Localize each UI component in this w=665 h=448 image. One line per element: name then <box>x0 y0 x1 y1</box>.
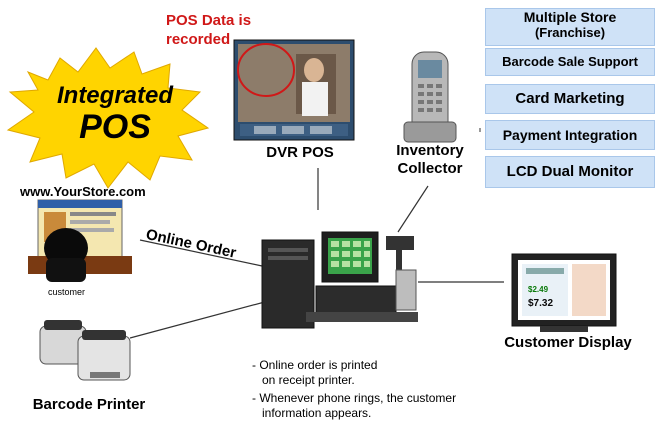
note-phone-line1: - Whenever phone rings, the customer <box>252 391 457 405</box>
customer-display-illustration <box>511 253 617 332</box>
inventory-label-line1: Inventory <box>396 142 464 159</box>
feature-lcd-dual-monitor-label: LCD Dual Monitor <box>506 163 634 180</box>
inventory-label-line2: Collector <box>397 160 463 177</box>
website-customer-label: customer <box>48 287 86 297</box>
note-online-order-line2: on receipt printer. <box>262 373 355 387</box>
feature-card-marketing: Card Marketing <box>485 84 655 114</box>
pos-terminal-illustration <box>261 231 418 329</box>
dvr-note-line2: recorded <box>166 31 231 48</box>
feature-payment-integration: Payment Integration <box>485 120 655 150</box>
line-website-to-pos <box>139 239 263 267</box>
line-printer-to-pos <box>129 299 273 339</box>
feature-barcode-sale-support-label: Barcode Sale Support <box>502 54 638 69</box>
display-price-2: $7.32 <box>528 298 553 309</box>
inventory-collector <box>403 51 457 143</box>
dvr-screenshot <box>233 39 355 141</box>
line-inventory-to-pos <box>397 185 429 233</box>
burst-title-line2: POS <box>79 108 151 146</box>
feature-lcd-dual-monitor: LCD Dual Monitor <box>485 156 655 188</box>
feature-card-marketing-label: Card Marketing <box>515 90 625 107</box>
customer-display-label: Customer Display <box>504 334 632 351</box>
feature-multiple-store-line2: (Franchise) <box>534 25 606 40</box>
dvr-note-line1: POS Data is <box>166 12 252 29</box>
display-price-1: $2.49 <box>528 285 549 294</box>
website-customer-illustration <box>28 199 132 282</box>
website-url: www.YourStore.com <box>20 184 146 199</box>
barcode-printer-illustration <box>39 320 131 381</box>
feature-payment-integration-label: Payment Integration <box>502 127 638 143</box>
feature-barcode-sale-support: Barcode Sale Support <box>485 48 655 76</box>
note-online-order-line1: - Online order is printed <box>252 358 378 372</box>
feature-multiple-store: Multiple Store (Franchise) <box>485 8 655 46</box>
burst-title-line1: Integrated <box>56 82 173 109</box>
feature-multiple-store-line1: Multiple Store <box>523 9 617 25</box>
dvr-pos-label: DVR POS <box>266 144 334 161</box>
note-phone-line2: information appears. <box>262 406 372 420</box>
integrated-pos-burst <box>6 47 210 189</box>
barcode-printer-label: Barcode Printer <box>32 396 146 413</box>
